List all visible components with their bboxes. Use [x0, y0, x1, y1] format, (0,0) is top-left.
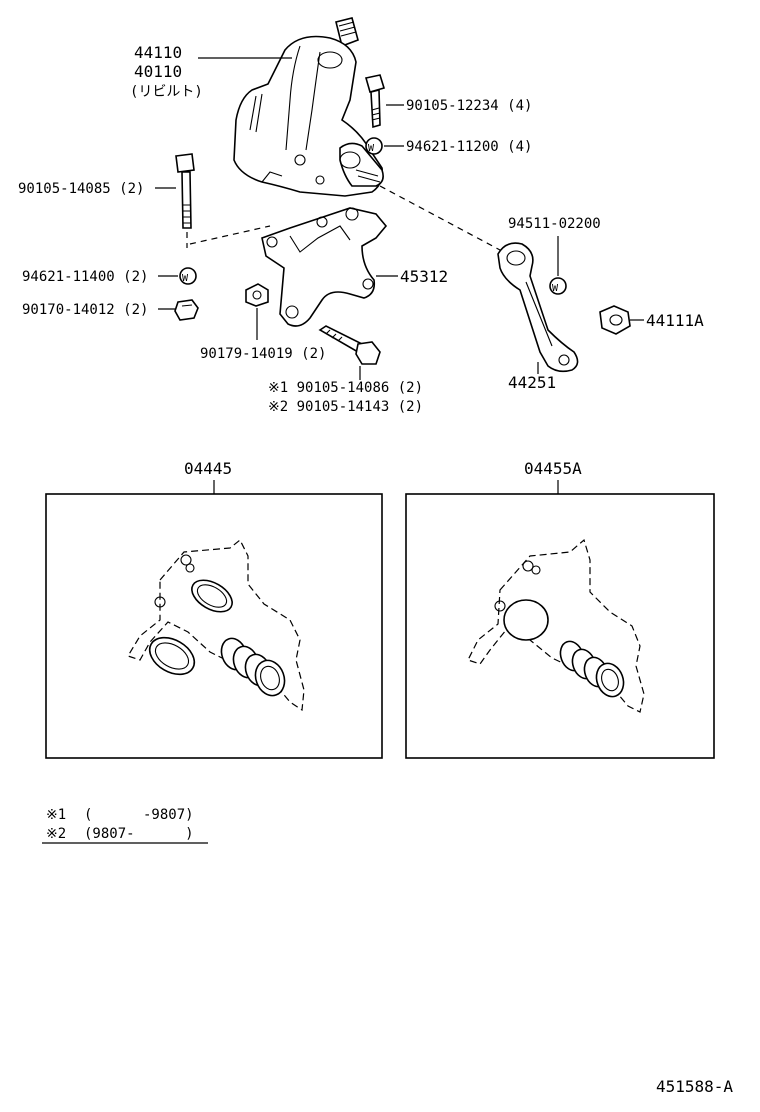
bolt-upper[interactable] — [364, 74, 386, 129]
kit-box-04445[interactable] — [45, 493, 383, 759]
kit-label-04455a: 04455A — [524, 459, 582, 478]
footnote-2-range: (9807- ) — [84, 826, 194, 842]
nut-left[interactable] — [174, 299, 199, 321]
figure-id: 451588-A — [656, 1077, 733, 1096]
label-bolt-left: 90105-14085 (2) — [18, 181, 144, 197]
nut-bracket[interactable] — [245, 283, 269, 307]
label-gear-housing-note: (リビルト) — [130, 84, 203, 100]
label-nut-bracket: 90179-14019 (2) — [200, 346, 326, 362]
bracket[interactable] — [261, 207, 388, 327]
label-bolt-ref2: ※2 90105-14143 (2) — [268, 399, 423, 415]
label-gear-housing-2: 40110 — [134, 62, 182, 81]
label-washer-upper: 94621-11200 (4) — [406, 139, 532, 155]
kit-04455a-contents — [467, 538, 645, 713]
bolt-left[interactable] — [175, 153, 195, 229]
label-washer-arm: 94511-02200 — [508, 216, 601, 232]
washer-arm-mark: W — [552, 283, 559, 294]
kit-box-04455a[interactable] — [405, 493, 715, 759]
footnote-2-mark: ※2 — [46, 826, 66, 842]
kit-04445-contents — [127, 539, 305, 712]
pitman-arm[interactable] — [497, 242, 579, 373]
steering-gear-housing[interactable] — [233, 17, 384, 197]
washer-left[interactable]: W — [179, 267, 197, 285]
kit-label-04445: 04445 — [184, 459, 232, 478]
washer-left-mark: W — [182, 273, 189, 284]
label-bolt-upper: 90105-12234 (4) — [406, 98, 532, 114]
label-nut-arm: 44111A — [646, 311, 704, 330]
label-washer-left: 94621-11400 (2) — [22, 269, 148, 285]
label-gear-housing-1: 44110 — [134, 43, 182, 62]
footnote-1-mark: ※1 — [46, 807, 66, 823]
label-bracket: 45312 — [400, 267, 448, 286]
label-nut-left: 90170-14012 (2) — [22, 302, 148, 318]
label-bolt-ref1: ※1 90105-14086 (2) — [268, 380, 423, 396]
washer-arm[interactable]: W — [549, 277, 567, 295]
washer-upper[interactable]: W — [365, 137, 383, 155]
washer-upper-mark: W — [368, 143, 375, 154]
dash-pitman — [379, 185, 501, 251]
footnotes: ※1 ( -9807) ※2 (9807- ) — [42, 807, 208, 844]
footnote-1-range: ( -9807) — [84, 807, 194, 823]
dash-bracket — [189, 225, 271, 245]
bolt-bracket[interactable] — [318, 325, 381, 365]
label-pitman-arm: 44251 — [508, 373, 556, 392]
nut-arm[interactable] — [599, 305, 631, 335]
